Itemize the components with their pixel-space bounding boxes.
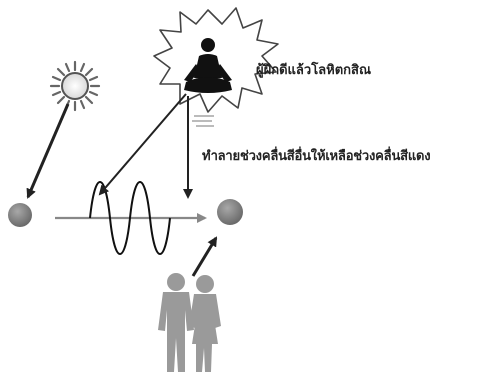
reflection-mark (192, 115, 214, 127)
source-object-ball (8, 203, 32, 227)
arrow-viewers-to-object (191, 236, 218, 277)
target-object-ball (217, 199, 243, 225)
two-people-silhouette-icon (158, 273, 221, 372)
arrow-mind-to-wave (98, 93, 187, 196)
arrow-sun-to-object (26, 103, 70, 199)
meditating-person-icon (184, 38, 232, 93)
practitioner-label: ผู้ฝึกดีแล้วโลหิตกสิณ (256, 63, 372, 78)
sun-icon (49, 60, 101, 112)
action-label: ทำลายช่วงคลื่นสีอื่นให้เหลือช่วงคลื่นสีแ… (202, 149, 431, 164)
